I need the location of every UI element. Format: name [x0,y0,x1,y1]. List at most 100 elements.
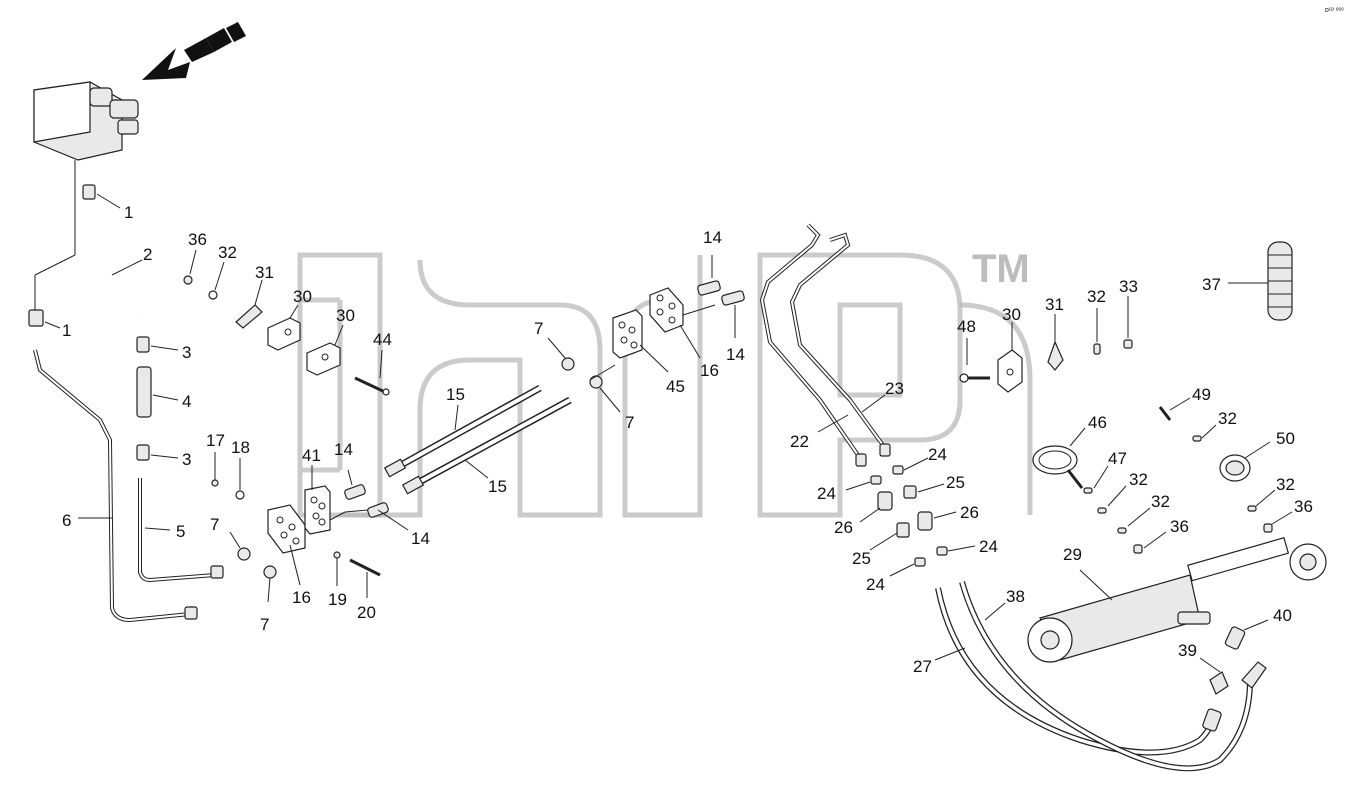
label-49: 49 [1192,385,1211,404]
label-50: 50 [1276,429,1295,448]
pipe-5 [138,478,224,583]
label-40: 40 [1273,606,1292,625]
washer-32b [1093,308,1101,355]
coupling-4 [136,366,179,418]
label-36a: 36 [188,230,207,249]
label-7c: 7 [534,319,543,338]
fitting-14b [329,502,409,531]
label-32c: 32 [1218,409,1237,428]
fitting-14c [697,255,721,296]
label-36b: 36 [1170,517,1189,536]
handle-46 [1032,427,1086,489]
washer-32d [1097,485,1127,514]
label-14c: 14 [703,228,722,247]
label-25b: 25 [852,549,871,568]
label-30b: 30 [336,306,355,325]
clamp-plate-16a [267,504,306,586]
label-26b: 26 [960,503,979,522]
label-19: 19 [328,590,347,609]
fitting-24a [845,475,882,491]
label-18: 18 [231,438,250,457]
pipe-23 [789,232,891,457]
pin-48 [959,338,990,383]
label-32d: 32 [1129,470,1148,489]
label-32b: 32 [1087,287,1106,306]
nut-33 [1123,296,1133,349]
label-36c: 36 [1294,497,1313,516]
bolt-17 [211,452,219,487]
fitting-14d [721,290,745,338]
plate-31a [235,279,263,329]
label-3b: 3 [182,450,191,469]
clamp-50 [1219,441,1271,482]
clamp-plate-16b [649,287,716,359]
label-15b: 15 [488,477,507,496]
pipe-2 [85,221,143,319]
fitting-24d [889,557,926,577]
label-6: 6 [62,511,71,530]
fitting-25a [903,483,945,499]
label-3a: 3 [182,343,191,362]
fitting-3b [136,444,179,461]
label-47: 47 [1108,449,1127,468]
label-26a: 26 [834,518,853,537]
nut-36a [183,249,197,285]
label-37: 37 [1202,275,1221,294]
clamp-30c [997,322,1023,393]
nut-7d [589,364,621,413]
hose-15a [383,384,542,478]
label-7a: 7 [210,515,219,534]
corner-code: ᴅᶜᵖ ᵉᵉᵉ [1325,7,1344,14]
control-valve-block [33,81,139,310]
label-25a: 25 [946,473,965,492]
nut-7c [547,337,575,371]
label-24c: 24 [979,537,998,556]
label-39: 39 [1178,641,1197,660]
label-32a: 32 [218,243,237,262]
nut-7b [263,565,277,603]
fitting-39 [1199,657,1229,695]
label-15a: 15 [446,385,465,404]
label-22: 22 [790,432,809,451]
fitting-14a [344,469,366,500]
label-4: 4 [182,392,191,411]
nut-7a [229,531,251,561]
label-38: 38 [1006,587,1025,606]
washer-32c [1192,424,1217,442]
label-30c: 30 [1002,305,1021,324]
clamp-30b [306,324,344,376]
label-45: 45 [666,377,685,396]
bolt-20 [349,558,381,598]
washer-18 [235,458,245,500]
label-1b: 1 [62,321,71,340]
sleeve-37 [1228,241,1293,321]
label-24a: 24 [817,484,836,503]
bolt-49 [1158,397,1191,421]
label-41: 41 [302,446,321,465]
fitting-26a [859,491,893,523]
label-27: 27 [913,657,932,676]
label-24d: 24 [866,575,885,594]
washer-32f [1247,489,1276,512]
bolt-47 [1083,465,1109,494]
label-48: 48 [957,317,976,336]
pipe-6 [33,349,198,623]
label-14b: 14 [411,529,430,548]
hose-38 [959,581,1267,772]
fitting-1b [28,309,61,329]
label-16b: 16 [700,361,719,380]
label-16a: 16 [292,588,311,607]
label-2: 2 [143,245,152,264]
label-7d: 7 [625,413,634,432]
hydraulic-cylinder-29 [1027,537,1327,663]
label-1a: 1 [124,203,133,222]
clamp-30a [267,304,301,351]
pin-44 [354,349,390,396]
label-46: 46 [1088,413,1107,432]
fitting-26b [917,511,957,531]
label-31b: 31 [1045,295,1064,314]
label-44: 44 [373,330,392,349]
label-24b: 24 [928,445,947,464]
label-5: 5 [176,522,185,541]
